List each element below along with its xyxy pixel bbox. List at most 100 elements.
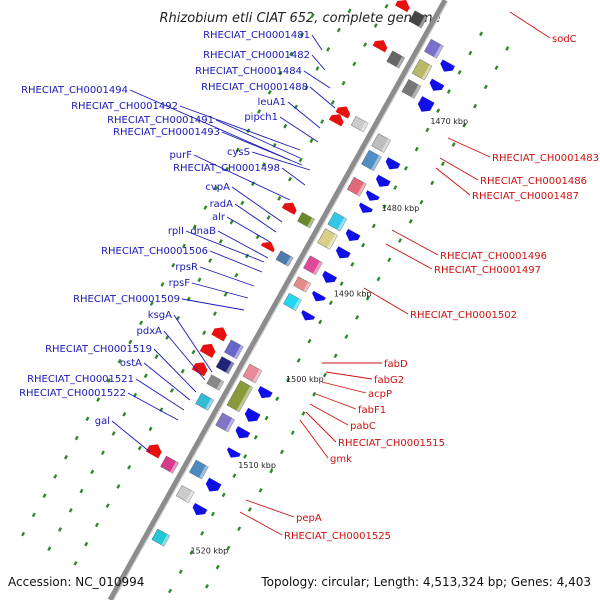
tick-mark <box>298 157 303 163</box>
reverse-arrow-shape <box>211 327 227 342</box>
tick-mark <box>42 493 47 499</box>
gene-block-rect <box>317 228 338 250</box>
tick-mark <box>479 31 484 37</box>
gene-arrow <box>261 241 275 253</box>
kbp-label: 1470 kbp <box>430 117 468 126</box>
gene-arrow <box>345 228 361 241</box>
reverse-gene-label: RHECIAT_CH0001483 <box>492 153 599 164</box>
tick-mark <box>96 397 101 402</box>
gene-block-rect <box>215 356 235 375</box>
tick-mark <box>365 295 370 301</box>
gene-arrow <box>257 385 273 399</box>
gene-block-shine <box>252 369 263 384</box>
forward-gene-label: RHECIAT_CH0001521 <box>27 374 134 385</box>
tick-mark <box>204 584 209 589</box>
tick-mark <box>215 564 220 570</box>
forward-gene-label: cvpA <box>205 182 230 193</box>
forward-gene-label: RHECIAT_CH0001488 <box>201 82 308 93</box>
reverse-gene-label: RHECIAT_CH0001515 <box>338 438 445 449</box>
label-leaders <box>111 11 551 536</box>
tick-mark <box>347 8 352 14</box>
tick-mark <box>212 311 217 316</box>
tick-mark <box>74 435 79 441</box>
tick-mark <box>21 531 26 537</box>
gene-block-shine <box>161 534 170 547</box>
tick-mark <box>178 569 183 575</box>
forward-arrow-shape <box>359 202 373 213</box>
gene-block <box>293 276 312 293</box>
forward-arrow-shape <box>335 246 351 259</box>
reverse-leader-line <box>435 167 471 196</box>
reverse-leader-line <box>299 419 329 459</box>
tick-mark <box>330 99 335 105</box>
tick-mark <box>214 186 219 191</box>
gene-arrow <box>385 157 401 170</box>
gene-block <box>275 250 294 267</box>
forward-leader-line <box>181 298 245 311</box>
tick-mark <box>237 526 242 532</box>
tick-mark <box>430 180 435 186</box>
gene-arrow <box>235 426 251 439</box>
tick-mark <box>100 450 105 456</box>
reverse-arrow-shape <box>145 444 162 459</box>
gene-arrow <box>301 310 316 321</box>
gene-block-shine <box>433 44 444 59</box>
gene-arrow <box>145 444 162 459</box>
gene-arrow <box>440 59 455 72</box>
tick-mark <box>425 127 430 133</box>
tick-mark <box>143 373 148 379</box>
tick-mark <box>352 61 357 67</box>
gene-arrow <box>335 106 351 119</box>
genome-summary-text: Topology: circular; Length: 4,513,324 bp… <box>260 575 591 589</box>
forward-leader-line <box>221 131 303 166</box>
reverse-leader-line <box>363 287 409 315</box>
tick-mark <box>344 334 349 339</box>
tick-mark <box>181 243 187 249</box>
forward-arrow-shape <box>205 477 222 492</box>
gene-block-shine <box>198 465 209 480</box>
tick-mark <box>180 368 185 374</box>
tick-mark <box>473 103 478 109</box>
gene-block-rect <box>283 293 302 311</box>
gene-block-rect <box>297 212 315 229</box>
gene-arrow <box>328 114 344 127</box>
tick-mark <box>90 469 95 475</box>
tick-mark <box>247 507 252 512</box>
reverse-leader-line <box>305 411 337 443</box>
tick-mark <box>192 224 197 230</box>
gene-arrow <box>395 0 410 13</box>
gene-block-shine <box>225 361 235 374</box>
forward-gene-label: dnaB <box>190 226 216 237</box>
tick-mark <box>202 330 207 336</box>
tick-mark <box>494 65 499 71</box>
forward-arrow-shape <box>244 407 261 422</box>
gene-block <box>411 59 433 81</box>
forward-arrow-shape <box>417 96 435 112</box>
forward-arrow-shape <box>345 228 361 241</box>
tick-mark <box>350 262 355 267</box>
gene-block-shine <box>285 256 294 267</box>
tick-mark <box>127 464 132 470</box>
tick-mark <box>393 185 398 190</box>
tick-mark <box>197 277 202 283</box>
tick-mark <box>373 23 378 28</box>
tick-mark <box>505 46 510 51</box>
forward-leader-line <box>199 266 255 287</box>
forward-leader-line <box>303 70 331 89</box>
gene-block <box>160 455 179 474</box>
reverse-leader-line <box>325 371 373 380</box>
tick-mark <box>63 454 69 460</box>
gene-block-rect <box>303 255 323 276</box>
tick-mark <box>139 320 144 326</box>
tick-mark <box>326 46 331 52</box>
forward-leader-line <box>173 314 213 373</box>
gene-block <box>151 528 171 547</box>
gene-block <box>215 356 235 375</box>
gene-block-rect <box>189 459 209 480</box>
gene-block-shine <box>313 261 323 275</box>
tick-mark <box>315 66 320 71</box>
gene-block-rect <box>160 455 179 474</box>
tick-mark <box>339 281 344 286</box>
tick-mark <box>266 215 271 220</box>
